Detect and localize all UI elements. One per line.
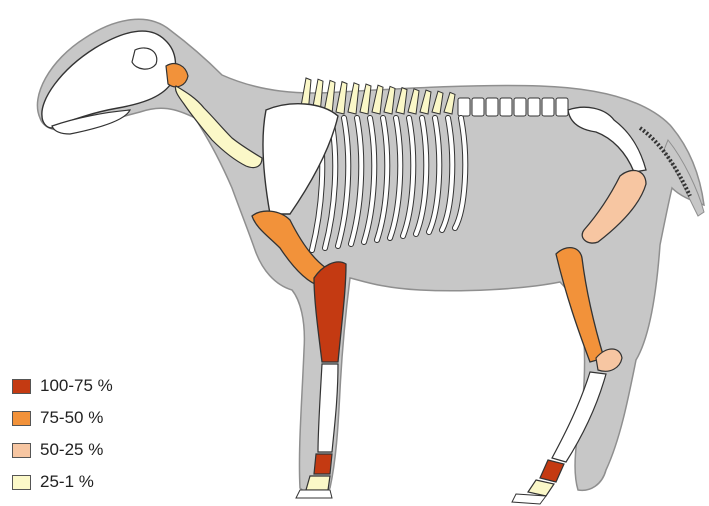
lumbar-vertebra (458, 98, 470, 116)
front-phalanx-proximal (314, 454, 332, 474)
hind-phalanx-distal (528, 480, 554, 496)
legend-swatch (12, 475, 31, 490)
legend-swatch (12, 443, 31, 458)
legend-label: 50-25 % (40, 440, 103, 460)
legend-item-75-50: 75-50 % (12, 402, 113, 434)
lumbar-vertebra (556, 98, 568, 116)
lumbar-vertebra (542, 98, 554, 116)
lumbar-vertebra (514, 98, 526, 116)
front-phalanx-distal (306, 476, 330, 490)
legend-label: 25-1 % (40, 472, 94, 492)
legend: 100-75 % 75-50 % 50-25 % 25-1 % (12, 370, 113, 498)
skull-orbit (132, 48, 157, 69)
legend-item-25-1: 25-1 % (12, 466, 113, 498)
hind-phalanx-proximal (540, 460, 564, 482)
legend-swatch (12, 411, 31, 426)
legend-item-50-25: 50-25 % (12, 434, 113, 466)
legend-swatch (12, 379, 31, 394)
front-hoof (296, 490, 332, 498)
legend-label: 75-50 % (40, 408, 103, 428)
lumbar-vertebra (500, 98, 512, 116)
lumbar-vertebra (472, 98, 484, 116)
legend-item-100-75: 100-75 % (12, 370, 113, 402)
lumbar-vertebra (528, 98, 540, 116)
lumbar-vertebra (486, 98, 498, 116)
hind-hoof (512, 494, 546, 504)
legend-label: 100-75 % (40, 376, 113, 396)
